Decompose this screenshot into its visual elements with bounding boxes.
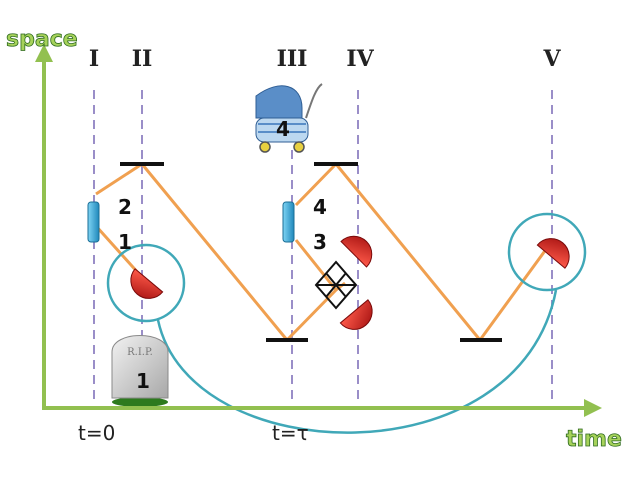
gravestone-icon — [111, 335, 169, 407]
source-mid — [282, 201, 295, 243]
column-label-V: V — [542, 46, 561, 72]
photon-path-3 — [294, 239, 338, 291]
circle-right — [507, 212, 587, 292]
mirrors — [120, 162, 502, 342]
pram-icon — [255, 83, 323, 153]
x-axis-arrow-icon — [584, 399, 602, 417]
tick-tau: t=τ — [272, 421, 309, 445]
source-left — [87, 201, 100, 243]
column-label-II: II — [132, 46, 153, 72]
photon-label-4: 4 — [313, 195, 327, 219]
y-axis-arrow-icon — [35, 44, 53, 62]
tick-t0: t=0 — [78, 421, 115, 445]
photon-label-3: 3 — [313, 230, 327, 254]
detector-mid-lower-icon — [339, 299, 373, 330]
pram-number: 4 — [276, 117, 290, 141]
column-label-I: I — [89, 46, 99, 72]
detector-mid-upper-icon — [340, 235, 373, 268]
photon-label-2: 2 — [118, 195, 132, 219]
beam-splitter-icon — [314, 260, 358, 310]
detector-right-icon — [536, 238, 570, 269]
circle-left — [106, 243, 186, 323]
x-axis-label: time — [566, 427, 622, 452]
entanglement-arc — [156, 289, 558, 434]
photon-path-2 — [94, 224, 142, 277]
column-label-IV: IV — [346, 46, 374, 72]
photon-path-4 — [294, 162, 549, 342]
axes — [35, 44, 602, 417]
photon-label-1: 1 — [118, 230, 132, 254]
detector-left-icon — [130, 268, 164, 299]
y-axis-label: space — [6, 27, 78, 52]
grave-text: R.I.P. — [127, 347, 153, 358]
photon-path-1 — [95, 162, 346, 342]
grave-number: 1 — [136, 369, 150, 393]
column-label-III: III — [277, 46, 308, 72]
